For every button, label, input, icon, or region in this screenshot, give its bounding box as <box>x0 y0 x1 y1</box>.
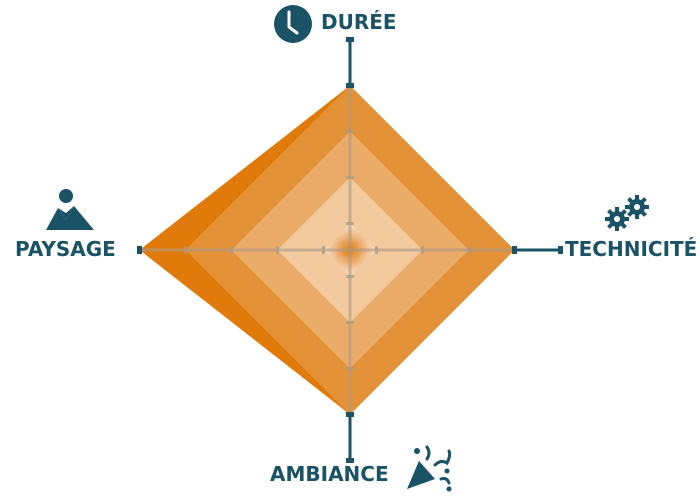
gears-icon <box>605 195 649 231</box>
axis-end-cap <box>346 83 354 88</box>
mountain-sun-icon <box>46 189 94 230</box>
grid-tick <box>375 246 378 254</box>
axis-end-cap <box>346 412 354 417</box>
grid-tick <box>346 321 354 324</box>
axis-end-cap <box>512 246 517 254</box>
axis-label-duree: DURÉE <box>321 10 397 34</box>
axis-label-paysage: PAYSAGE <box>15 237 116 261</box>
axis-end-cap <box>346 37 354 42</box>
axis-label-technicite: TECHNICITÉ <box>565 237 698 261</box>
grid-tick <box>346 275 354 278</box>
axis-end-cap <box>558 246 563 254</box>
grid-tick <box>230 246 233 254</box>
grid-tick <box>346 367 354 370</box>
party-popper-icon <box>407 445 452 492</box>
axis-label-ambiance: AMBIANCE <box>270 462 389 486</box>
grid-tick <box>346 130 354 133</box>
axis-end-cap <box>346 458 354 463</box>
grid-tick <box>467 246 470 254</box>
grid-tick <box>346 176 354 179</box>
grid-tick <box>421 246 424 254</box>
grid-tick <box>184 246 187 254</box>
grid-tick <box>322 246 325 254</box>
clock-icon <box>274 5 312 43</box>
grid-tick <box>276 246 279 254</box>
grid-tick <box>346 222 354 225</box>
axis-extensions <box>137 37 563 463</box>
axis-end-cap <box>137 246 142 254</box>
